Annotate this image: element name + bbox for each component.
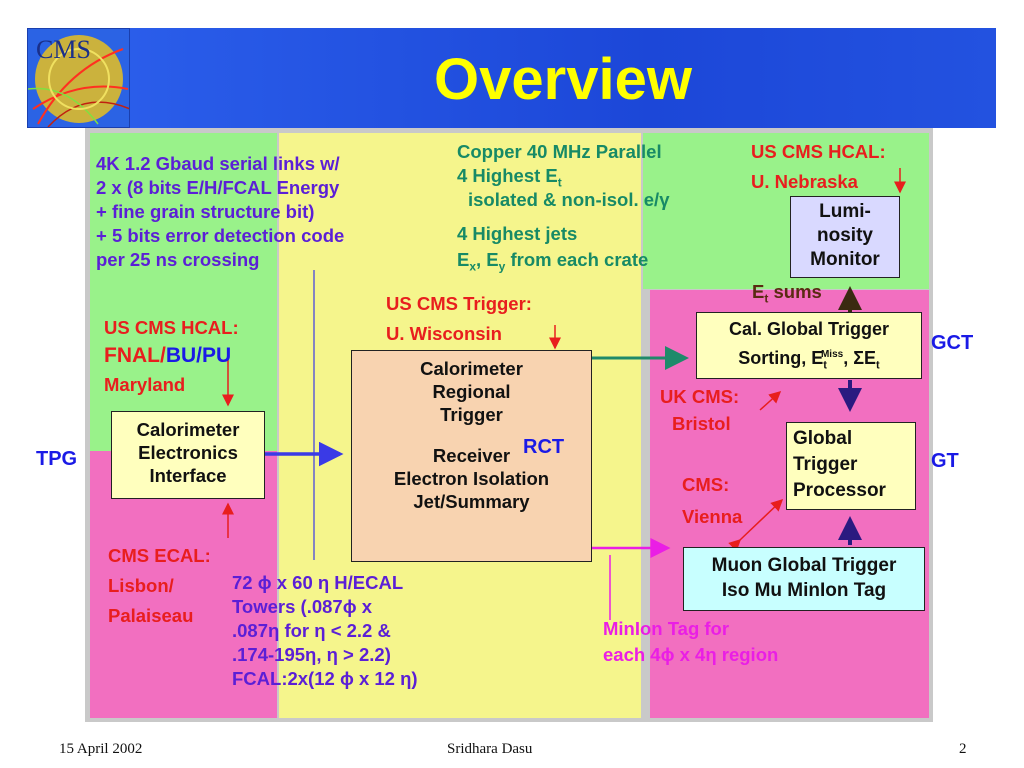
copper-line-1: Copper 40 MHz Parallel — [457, 141, 662, 162]
us-trigger-wisconsin: U. Wisconsin — [386, 323, 502, 344]
gt-label: GT — [931, 450, 959, 472]
towers-line-5: FCAL:2x(12 ϕ x 12 η) — [232, 668, 418, 689]
muon-line-1: Muon Global Trigger — [711, 555, 897, 576]
ecal-title: CMS ECAL: — [108, 545, 211, 566]
gtp-line-3: Processor — [793, 480, 886, 501]
cei-line-3: Interface — [149, 465, 227, 486]
us-hcal-right-title: US CMS HCAL: — [751, 141, 886, 162]
footer-author: Sridhara Dasu — [447, 741, 533, 757]
footer-date: 15 April 2002 — [59, 741, 143, 757]
towers-line-4: .174-195η, η > 2.2) — [232, 644, 391, 665]
global-trigger-processor-box: Global Trigger Processor — [786, 422, 916, 510]
uk-cms-bristol: Bristol — [672, 413, 731, 434]
slide-title: Overview — [434, 47, 692, 112]
links-line-1: 4K 1.2 Gbaud serial links w/ — [96, 153, 340, 174]
minion-line-1: MinIon Tag for — [603, 618, 730, 639]
gct-label: GCT — [931, 332, 974, 354]
tpg-label: TPG — [36, 448, 78, 470]
rct-line-1: Calorimeter — [420, 358, 523, 379]
rct-label: RCT — [523, 436, 565, 458]
towers-line-1: 72 ϕ x 60 η H/ECAL — [232, 572, 404, 593]
gtp-line-2: Trigger — [793, 454, 858, 475]
us-hcal-left-maryland: Maryland — [104, 374, 186, 395]
cms-logo-icon — [28, 35, 129, 127]
footer-page-number: 2 — [959, 741, 967, 757]
towers-line-2: Towers (.087ϕ x — [232, 596, 372, 617]
us-hcal-right-nebraska: U. Nebraska — [751, 171, 858, 192]
us-trigger-title: US CMS Trigger: — [386, 293, 532, 314]
rct-line-4: Receiver — [432, 445, 511, 466]
calorimeter-electronics-interface-box: Calorimeter Electronics Interface — [111, 411, 265, 499]
cms-vienna-title: CMS: — [682, 474, 730, 495]
cms-vienna-city: Vienna — [682, 506, 743, 527]
cei-line-1: Calorimeter — [136, 419, 240, 440]
cei-line-2: Electronics — [138, 442, 238, 463]
lumi-line-1: Lumi- — [819, 201, 871, 222]
cal-global-trigger-box: Cal. Global Trigger Sorting, EtMiss, ΣEt — [696, 312, 922, 379]
ecal-lisbon: Lisbon/ — [108, 575, 174, 596]
cal-global-line-2: Sorting, EtMiss, ΣEt — [738, 348, 880, 372]
et-sums-label: Et sums — [752, 281, 822, 306]
rct-line-6: Jet/Summary — [413, 491, 530, 512]
luminosity-monitor-box: Lumi- nosity Monitor — [790, 196, 900, 278]
rct-line-2: Regional — [432, 381, 511, 402]
towers-line-3: .087η for η < 2.2 & — [232, 620, 391, 641]
lumi-line-2: nosity — [817, 225, 873, 246]
rct-line-3: Trigger — [440, 404, 503, 425]
uk-cms-title: UK CMS: — [660, 386, 740, 407]
links-line-5: per 25 ns crossing — [96, 249, 260, 270]
us-hcal-left-institutes: FNAL/BU/PU — [104, 344, 232, 367]
links-line-4: + 5 bits error detection code — [96, 225, 345, 246]
calorimeter-regional-trigger-box: Calorimeter Regional Trigger Receiver El… — [351, 350, 592, 562]
gtp-line-1: Global — [793, 428, 853, 449]
copper-line-5: Ex, Ey from each crate — [457, 249, 649, 274]
muon-line-2: Iso Mu MinIon Tag — [721, 580, 887, 601]
hcal-region — [90, 133, 277, 451]
links-line-2: 2 x (8 bits E/H/FCAL Energy — [96, 177, 340, 198]
copper-line-2: 4 Highest Et — [457, 165, 562, 190]
muon-global-trigger-box: Muon Global Trigger Iso Mu MinIon Tag — [683, 547, 925, 611]
links-line-3: + fine grain structure bit) — [96, 201, 315, 222]
logo-text: CMS — [36, 35, 91, 64]
ecal-palaiseau: Palaiseau — [108, 605, 194, 626]
title-bar — [130, 28, 996, 128]
cal-global-line-1: Cal. Global Trigger — [728, 319, 890, 339]
rct-line-5: Electron Isolation — [393, 468, 550, 489]
cms-logo: CMS — [27, 28, 130, 128]
copper-line-4: 4 Highest jets — [457, 223, 578, 244]
minion-line-2: each 4ϕ x 4η region — [603, 644, 779, 665]
lumi-line-3: Monitor — [810, 249, 880, 270]
copper-line-3: isolated & non-isol. e/γ — [468, 189, 670, 210]
us-hcal-left-title: US CMS HCAL: — [104, 317, 239, 338]
